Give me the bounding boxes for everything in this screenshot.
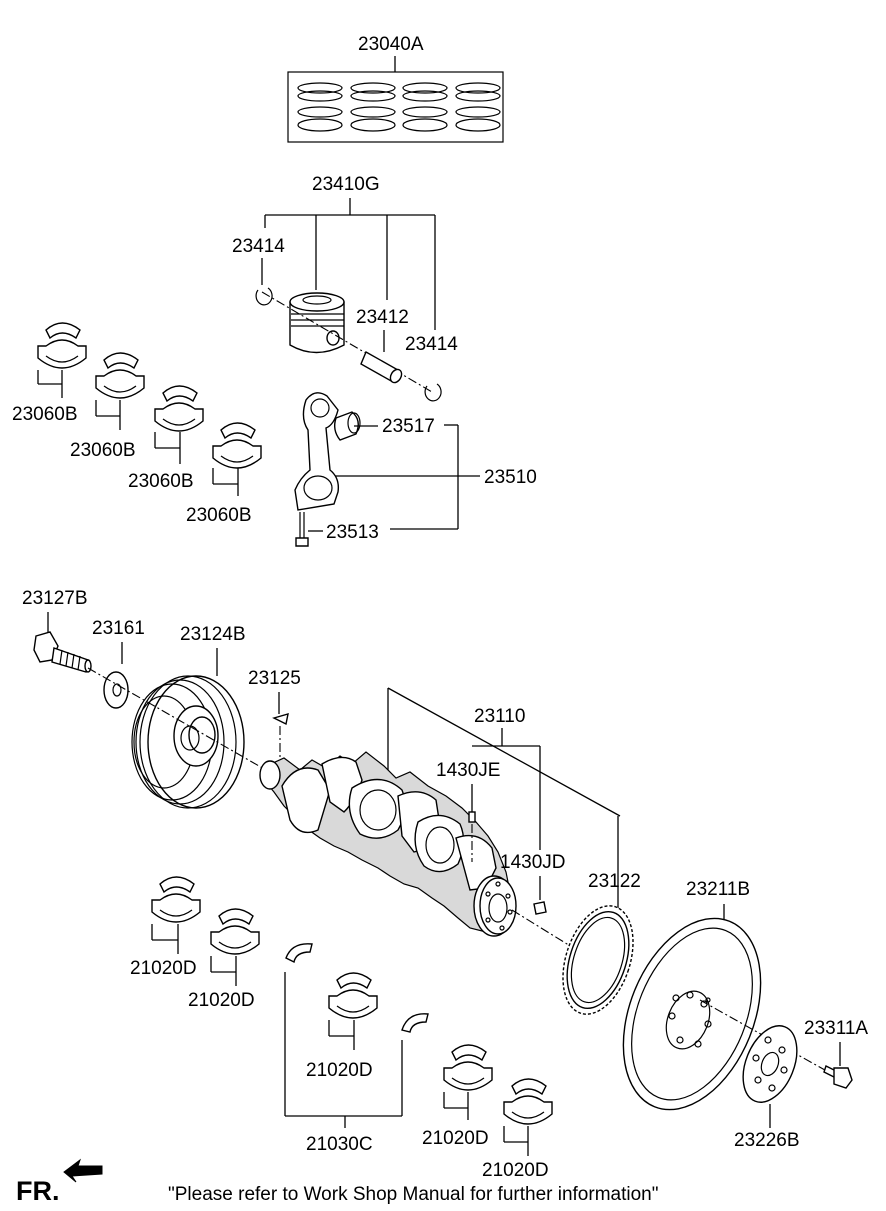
- crankshaft-damper-pulley[interactable]: 23124B: [131, 624, 246, 809]
- label-23414-right: 23414: [405, 334, 458, 355]
- main-bearing-group[interactable]: 21020D 21020D 21020D 21020D: [130, 876, 553, 1181]
- label-23414-left: 23414: [232, 236, 285, 257]
- label-21030C: 21030C: [306, 1134, 373, 1155]
- label-23060B-4: 23060B: [186, 505, 252, 526]
- label-23124B: 23124B: [180, 624, 246, 645]
- piston-pin: [360, 351, 403, 384]
- connecting-rod: [294, 392, 340, 511]
- piston-ring-set[interactable]: 23040A: [287, 34, 504, 143]
- front-direction-label: FR.: [16, 1176, 60, 1206]
- label-23211B: 23211B: [686, 879, 750, 900]
- label-23127B: 23127B: [22, 588, 88, 609]
- label-23122: 23122: [588, 871, 641, 892]
- thrust-washers[interactable]: 21030C: [284, 943, 429, 1155]
- label-23410G: 23410G: [312, 174, 380, 195]
- label-23517: 23517: [382, 416, 435, 437]
- label-1430JD: 1430JD: [500, 852, 566, 873]
- rod-bearing-group[interactable]: 23060B 23060B 23060B 23060B: [12, 322, 262, 526]
- main-bearing-2: [210, 908, 260, 955]
- adapter-plate[interactable]: 23226B: [733, 1018, 807, 1151]
- label-23060B-2: 23060B: [70, 440, 136, 461]
- ring-gear[interactable]: 23122: [550, 871, 645, 1023]
- label-23513: 23513: [326, 522, 379, 543]
- connecting-rod-assembly[interactable]: 23517 23510 23513: [294, 392, 537, 547]
- label-23412: 23412: [356, 307, 409, 328]
- snap-ring-left: [255, 287, 273, 306]
- label-21020D-4: 21020D: [422, 1128, 489, 1149]
- label-23110: 23110: [474, 706, 525, 727]
- label-23125: 23125: [248, 668, 301, 689]
- crankshaft[interactable]: 23110: [259, 687, 621, 953]
- pulley-washer[interactable]: 23161: [92, 618, 145, 709]
- label-23311A: 23311A: [804, 1018, 868, 1039]
- woodruff-key[interactable]: 23125: [248, 668, 301, 765]
- label-21020D-1: 21020D: [130, 958, 197, 979]
- label-21020D-3: 21020D: [306, 1060, 373, 1081]
- label-23040A: 23040A: [358, 34, 424, 55]
- rod-bearing-4: [212, 422, 262, 469]
- drive-plate-bolt[interactable]: 23311A: [804, 1018, 868, 1089]
- rod-bearing-2: [95, 352, 145, 399]
- fr-arrow-icon: [63, 1158, 103, 1183]
- drive-plate[interactable]: 23211B: [597, 879, 833, 1130]
- rod-bearing-1: [37, 322, 87, 369]
- main-bearing-5: [503, 1078, 553, 1125]
- label-23226B: 23226B: [734, 1130, 800, 1151]
- label-23060B-3: 23060B: [128, 471, 194, 492]
- dowel-pin-1430JD[interactable]: 1430JD: [500, 746, 566, 915]
- label-21020D-2: 21020D: [188, 990, 255, 1011]
- label-1430JE: 1430JE: [436, 760, 500, 781]
- footer-note: "Please refer to Work Shop Manual for fu…: [168, 1184, 659, 1205]
- pulley-bolt[interactable]: 23127B: [22, 588, 92, 673]
- rod-bolt: [295, 512, 309, 547]
- label-23060B-1: 23060B: [12, 404, 78, 425]
- label-21020D-5: 21020D: [482, 1160, 549, 1181]
- main-bearing-1: [151, 876, 201, 923]
- piston-assembly[interactable]: 23410G 23414 23412 23414: [232, 174, 458, 402]
- label-23510: 23510: [484, 467, 537, 488]
- snap-ring-right: [424, 383, 442, 402]
- label-23161: 23161: [92, 618, 145, 639]
- dowel-pin-1430JE[interactable]: 1430JE: [436, 760, 500, 862]
- rod-bearing-3: [154, 385, 204, 432]
- main-bearing-4: [443, 1044, 493, 1091]
- main-bearing-3: [328, 972, 378, 1019]
